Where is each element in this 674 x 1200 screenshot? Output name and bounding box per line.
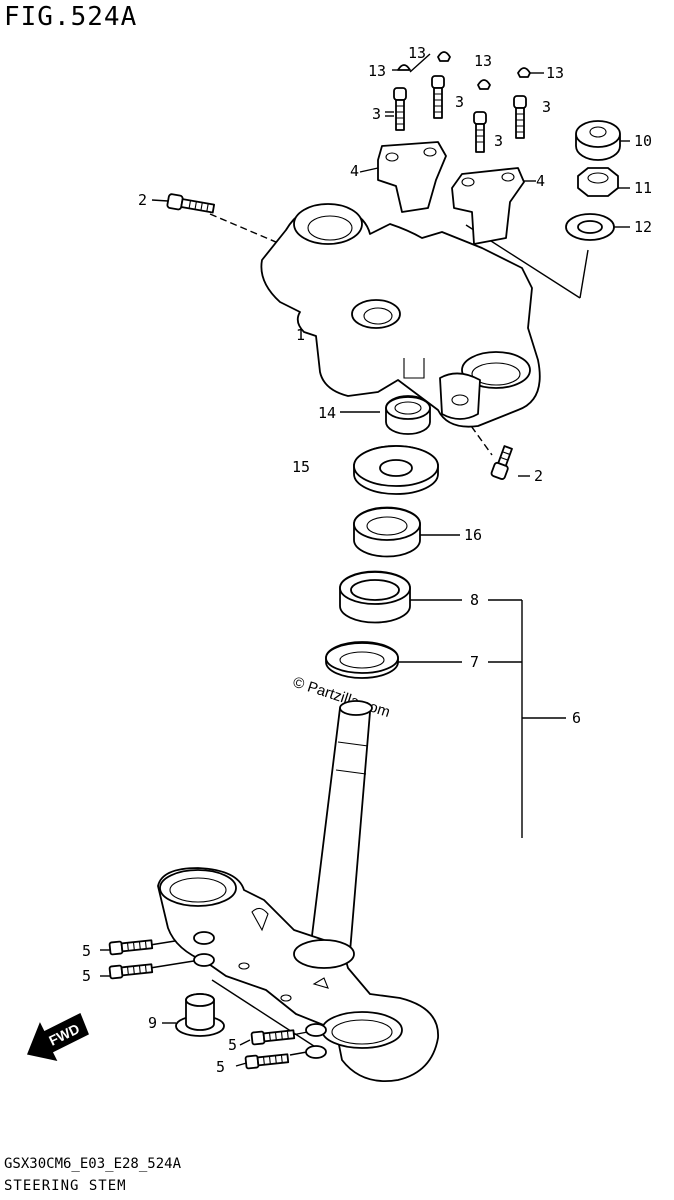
callout-6: 6 (572, 709, 581, 727)
callout-3-d: 3 (542, 98, 551, 116)
bushing-9 (175, 993, 225, 1037)
callout-12: 12 (634, 218, 652, 236)
bolt-3-group (393, 75, 527, 153)
pinch-bolt-2-group (166, 193, 513, 480)
washer-12 (565, 213, 615, 241)
callout-8: 8 (470, 591, 479, 609)
callout-3-b: 3 (455, 93, 464, 111)
callout-1: 1 (296, 326, 305, 344)
callout-13-a: 13 (408, 44, 426, 62)
callout-13-c: 13 (474, 52, 492, 70)
steering-stem-shaft (309, 700, 373, 953)
callout-9: 9 (148, 1014, 157, 1032)
callout-16: 16 (464, 526, 482, 544)
dust-seal-16 (353, 506, 421, 558)
stem-nut-11 (577, 167, 619, 197)
callout-13-d: 13 (546, 64, 564, 82)
clamp-bolt-5-group (108, 939, 296, 1070)
callout-4-b: 4 (536, 172, 545, 190)
callout-14: 14 (318, 404, 336, 422)
bearing-race-7 (325, 641, 399, 679)
callout-4-a: 4 (350, 162, 359, 180)
washer-15 (353, 445, 439, 495)
callout-3-c: 3 (494, 132, 503, 150)
cap-nut-13-group (397, 51, 531, 90)
callout-5-b: 5 (82, 967, 91, 985)
upper-bracket-1 (260, 203, 541, 428)
callout-3-a: 3 (372, 105, 381, 123)
callout-2-lower: 2 (534, 467, 543, 485)
fwd-arrow-icon: FWD (26, 1012, 89, 1062)
stem-lock-nut-14 (385, 395, 431, 435)
callout-5-d: 5 (216, 1058, 225, 1076)
callout-10: 10 (634, 132, 652, 150)
bearing-8 (339, 570, 411, 624)
callout-labels: 1 2 2 3 3 3 3 4 4 5 5 5 5 6 7 8 9 10 11 … (82, 44, 652, 1076)
callout-2: 2 (138, 191, 147, 209)
handlebar-holder-4-group (377, 141, 525, 245)
model-code: GSX30CM6_E03_E28_524A (4, 1156, 182, 1172)
callout-13-b: 13 (368, 62, 386, 80)
callout-5-a: 5 (82, 942, 91, 960)
figure-title: FIG.524A (4, 2, 138, 32)
stem-cap-10 (575, 120, 621, 161)
figure-name: STEERING STEM (4, 1178, 127, 1194)
callout-11: 11 (634, 179, 652, 197)
lower-bracket (157, 867, 439, 1082)
callout-15: 15 (292, 458, 310, 476)
callout-5-c: 5 (228, 1036, 237, 1054)
callout-7: 7 (470, 653, 479, 671)
